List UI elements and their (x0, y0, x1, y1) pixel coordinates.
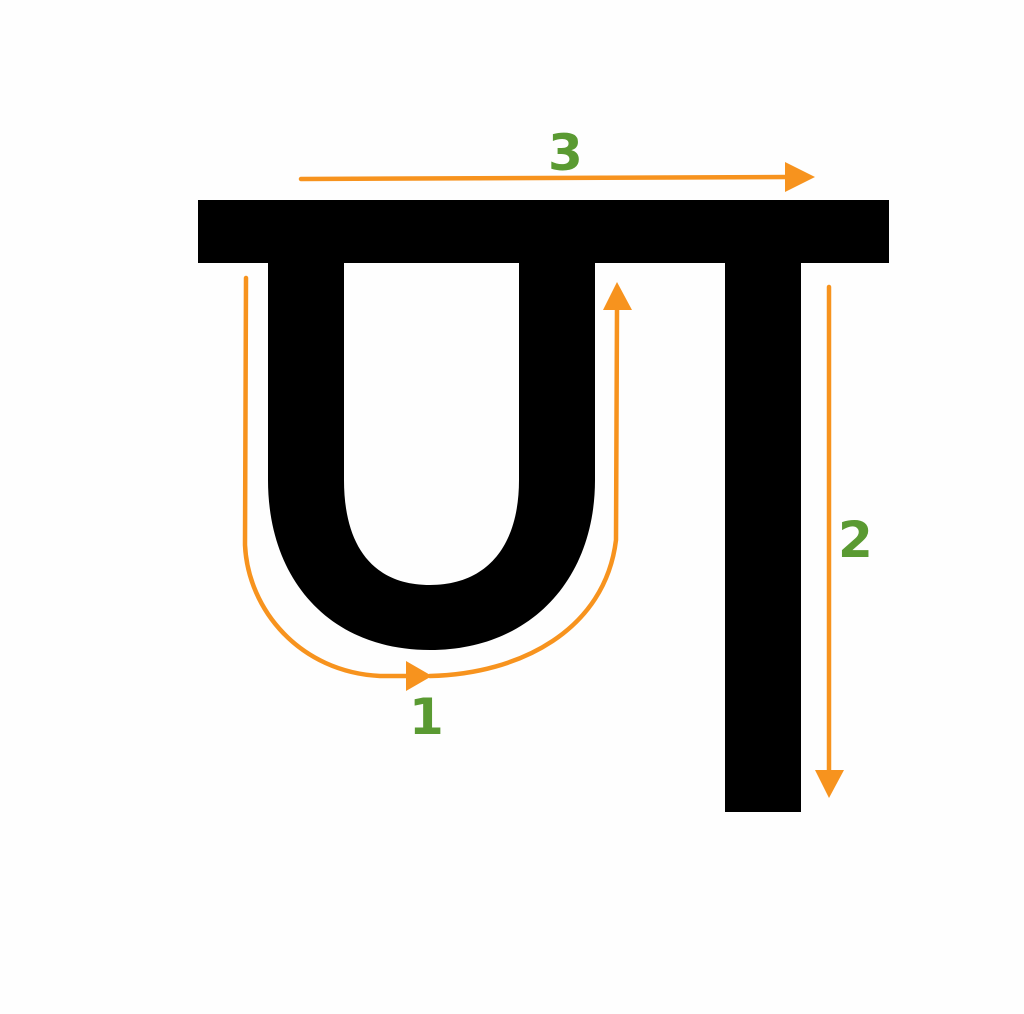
stroke-3-arrow (298, 162, 815, 192)
letter-glyph (198, 200, 889, 812)
stroke-1-left-segment (242, 275, 417, 679)
stroke-1-top-arrowhead (603, 282, 632, 310)
stroke-3-line (298, 174, 793, 182)
stroke-number-2: 2 (838, 511, 873, 569)
stroke-1-right-segment (427, 305, 620, 679)
stroke-2-arrow (815, 284, 844, 798)
stroke-3-arrowhead (785, 162, 815, 192)
stroke-2-arrowhead (815, 770, 844, 798)
stroke-1-arrow (242, 275, 632, 691)
vertical-stem (725, 255, 801, 812)
stroke-number-1: 1 (409, 688, 444, 746)
stroke-number-3: 3 (548, 124, 583, 182)
u-shaped-bowl (268, 255, 595, 650)
stroke-1-bottom-arrowhead (406, 661, 432, 691)
headline-bar (198, 200, 889, 263)
